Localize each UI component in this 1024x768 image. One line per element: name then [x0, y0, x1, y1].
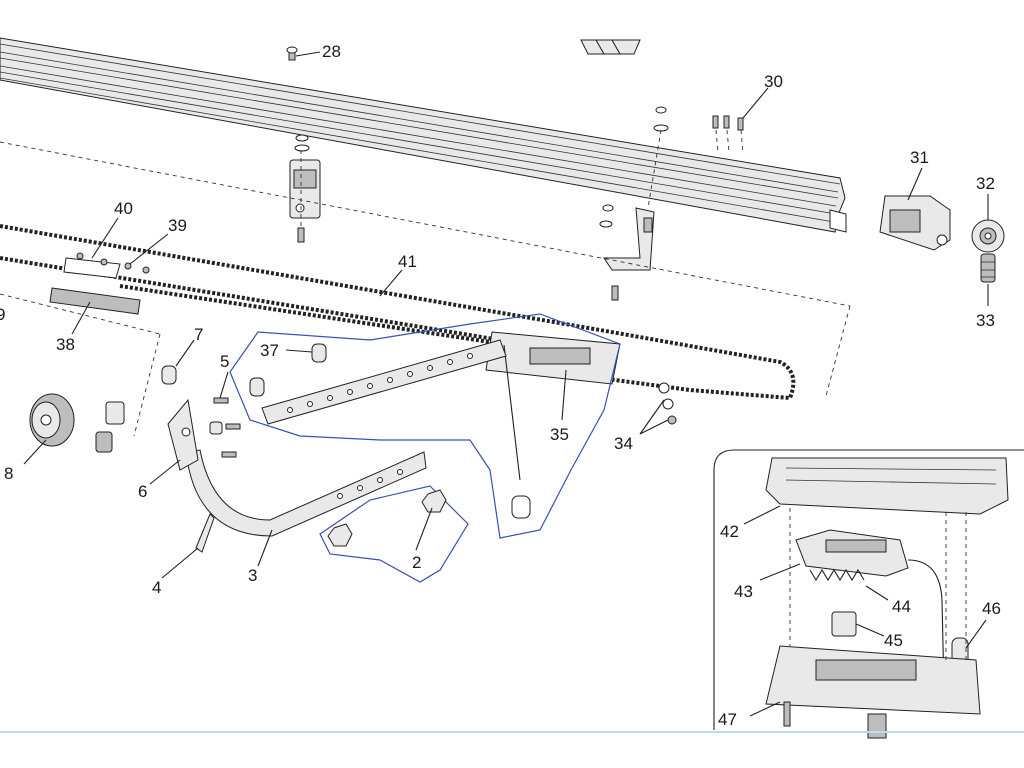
- arm-outline: [229, 313, 621, 539]
- pin-7: [161, 365, 265, 397]
- clip-4: [195, 513, 215, 553]
- callout-42: 42: [720, 522, 739, 541]
- sprocket-32: [971, 219, 1005, 253]
- callout-39: 39: [168, 216, 187, 235]
- callout-45: 45: [884, 631, 903, 650]
- chain-connector-38: [49, 252, 150, 315]
- callout-43: 43: [734, 582, 753, 601]
- trolley-detail-inset: [713, 449, 1024, 739]
- callout-9-partial: 9: [0, 305, 5, 324]
- callout-labels: 2 3 4 5 6 7 8 28 30 31 32 33 34 35 37 38…: [0, 42, 1001, 729]
- rail-assembly: [0, 37, 847, 233]
- callout-38: 38: [56, 335, 75, 354]
- callout-40: 40: [114, 199, 133, 218]
- idler-31: [879, 195, 951, 251]
- pin-37: [311, 343, 327, 363]
- callout-2: 2: [412, 553, 421, 572]
- callout-41: 41: [398, 252, 417, 271]
- callout-5: 5: [220, 352, 229, 371]
- chain-41: [0, 224, 796, 401]
- header-bracket: [599, 106, 669, 301]
- leader-lines: [23, 51, 989, 717]
- callout-30: 30: [764, 72, 783, 91]
- callout-33: 33: [976, 311, 995, 330]
- guide-lines: [0, 141, 851, 437]
- pulley-8: [29, 393, 75, 447]
- straight-arm: [261, 339, 507, 425]
- callout-6: 6: [138, 482, 147, 501]
- spring-33: [980, 253, 996, 283]
- callout-32: 32: [976, 174, 995, 193]
- screw-28: [286, 46, 298, 61]
- callout-37: 37: [260, 341, 279, 360]
- callout-4: 4: [152, 578, 161, 597]
- screws-30: [712, 115, 744, 155]
- callout-3: 3: [248, 566, 257, 585]
- callout-35: 35: [550, 425, 569, 444]
- nuts-2: [327, 489, 447, 547]
- hanger-bracket: [289, 134, 321, 243]
- callout-47: 47: [718, 710, 737, 729]
- trolley-35: [485, 331, 621, 519]
- small-parts-left: [95, 401, 125, 453]
- callout-34: 34: [614, 434, 633, 453]
- callout-7: 7: [194, 325, 203, 344]
- nut-outline: [319, 485, 469, 583]
- callout-8: 8: [4, 464, 13, 483]
- screws-5: [213, 397, 241, 458]
- bracket-top-fragment: [580, 39, 641, 55]
- curved-arm-3: [185, 449, 427, 537]
- callout-46: 46: [982, 599, 1001, 618]
- callout-28: 28: [322, 42, 341, 61]
- callout-31: 31: [910, 148, 929, 167]
- door-bracket-6: [167, 398, 223, 471]
- callout-44: 44: [892, 597, 911, 616]
